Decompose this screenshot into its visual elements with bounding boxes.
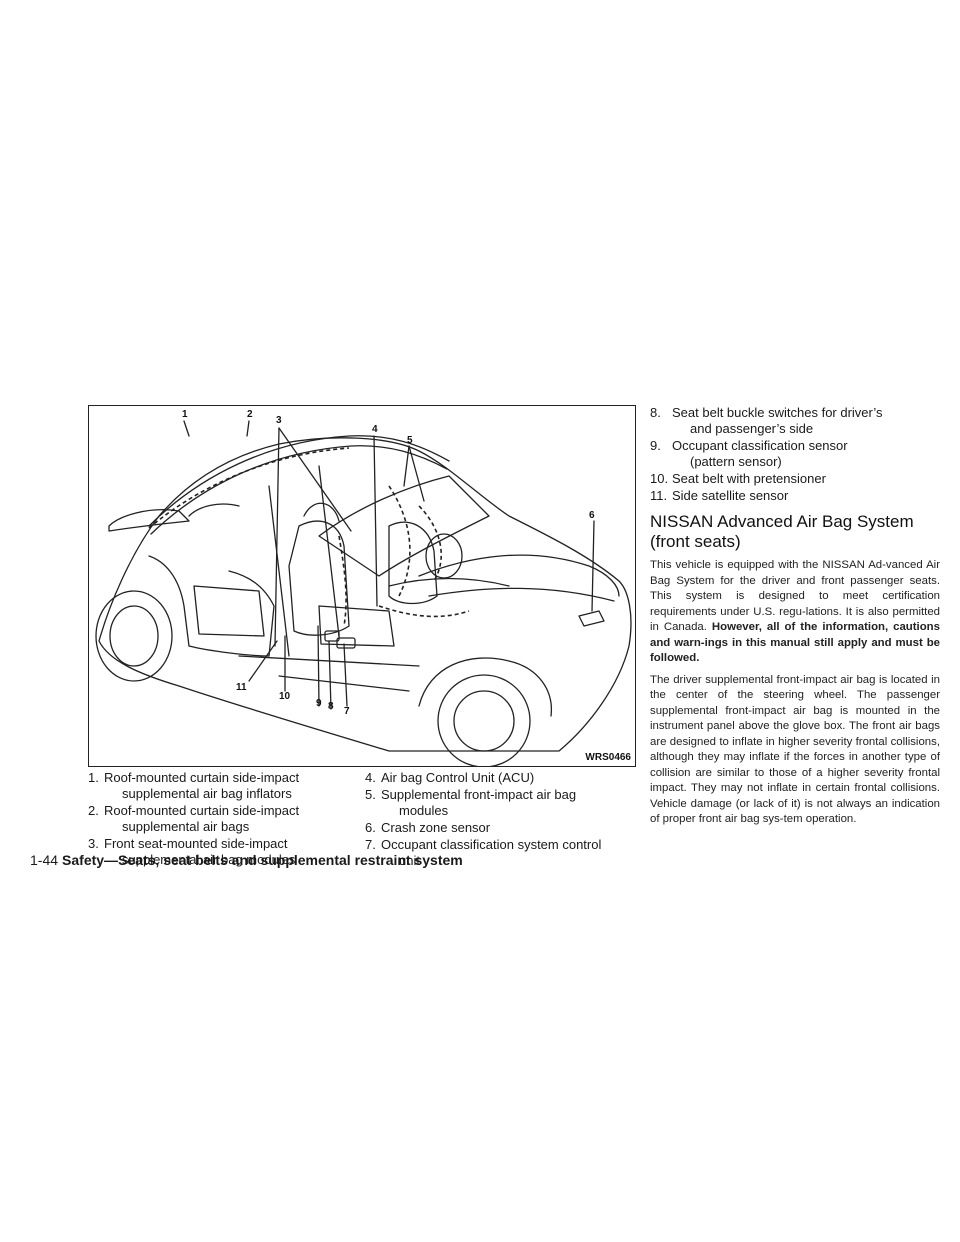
callout-10: 10 <box>279 691 291 702</box>
legend-middle: 4.Air bag Control Unit (ACU) 5.Supplemen… <box>365 770 640 870</box>
callout-5: 5 <box>407 435 413 446</box>
legend-item: 11.Side satellite sensor <box>650 488 789 503</box>
section-heading: NISSAN Advanced Air Bag System (front se… <box>650 512 914 551</box>
callout-8: 8 <box>328 701 334 712</box>
legend-right: 8.Seat belt buckle switches for driver’s… <box>650 405 940 504</box>
warning-bold-text: However, all of the information, caution… <box>650 621 940 664</box>
callout-2: 2 <box>247 409 253 420</box>
callout-1: 1 <box>182 409 188 420</box>
car-cutaway-illustration <box>95 420 632 766</box>
legend-item: 8.Seat belt buckle switches for driver’s… <box>650 405 883 436</box>
legend-item: 9.Occupant classification sensor(pattern… <box>650 438 848 469</box>
legend-item: 10.Seat belt with pretensioner <box>650 471 826 486</box>
callout-7: 7 <box>344 706 350 717</box>
callout-9: 9 <box>316 698 322 709</box>
right-column: 8.Seat belt buckle switches for driver’s… <box>650 405 940 834</box>
callout-3: 3 <box>276 415 282 426</box>
callout-4: 4 <box>372 424 378 435</box>
legend-item: 4.Air bag Control Unit (ACU) <box>365 770 535 785</box>
figure-code: WRS0466 <box>585 752 631 763</box>
legend-item: 6.Crash zone sensor <box>365 820 491 835</box>
chapter-title: Safety—Seats, seat belts and supplementa… <box>62 852 463 868</box>
paragraph-body: The driver supplemental front-impact air… <box>650 673 940 826</box>
airbag-system-diagram: 1 2 3 4 5 6 7 8 9 10 11 WRS0466 <box>88 405 636 767</box>
callout-6: 6 <box>589 510 595 521</box>
paragraph-intro: This vehicle is equipped with the NISSAN… <box>650 559 940 664</box>
page-number: 1-44 <box>30 852 59 868</box>
legend-item: 7.Occupant classification system control… <box>365 837 602 868</box>
callout-11: 11 <box>236 682 247 693</box>
